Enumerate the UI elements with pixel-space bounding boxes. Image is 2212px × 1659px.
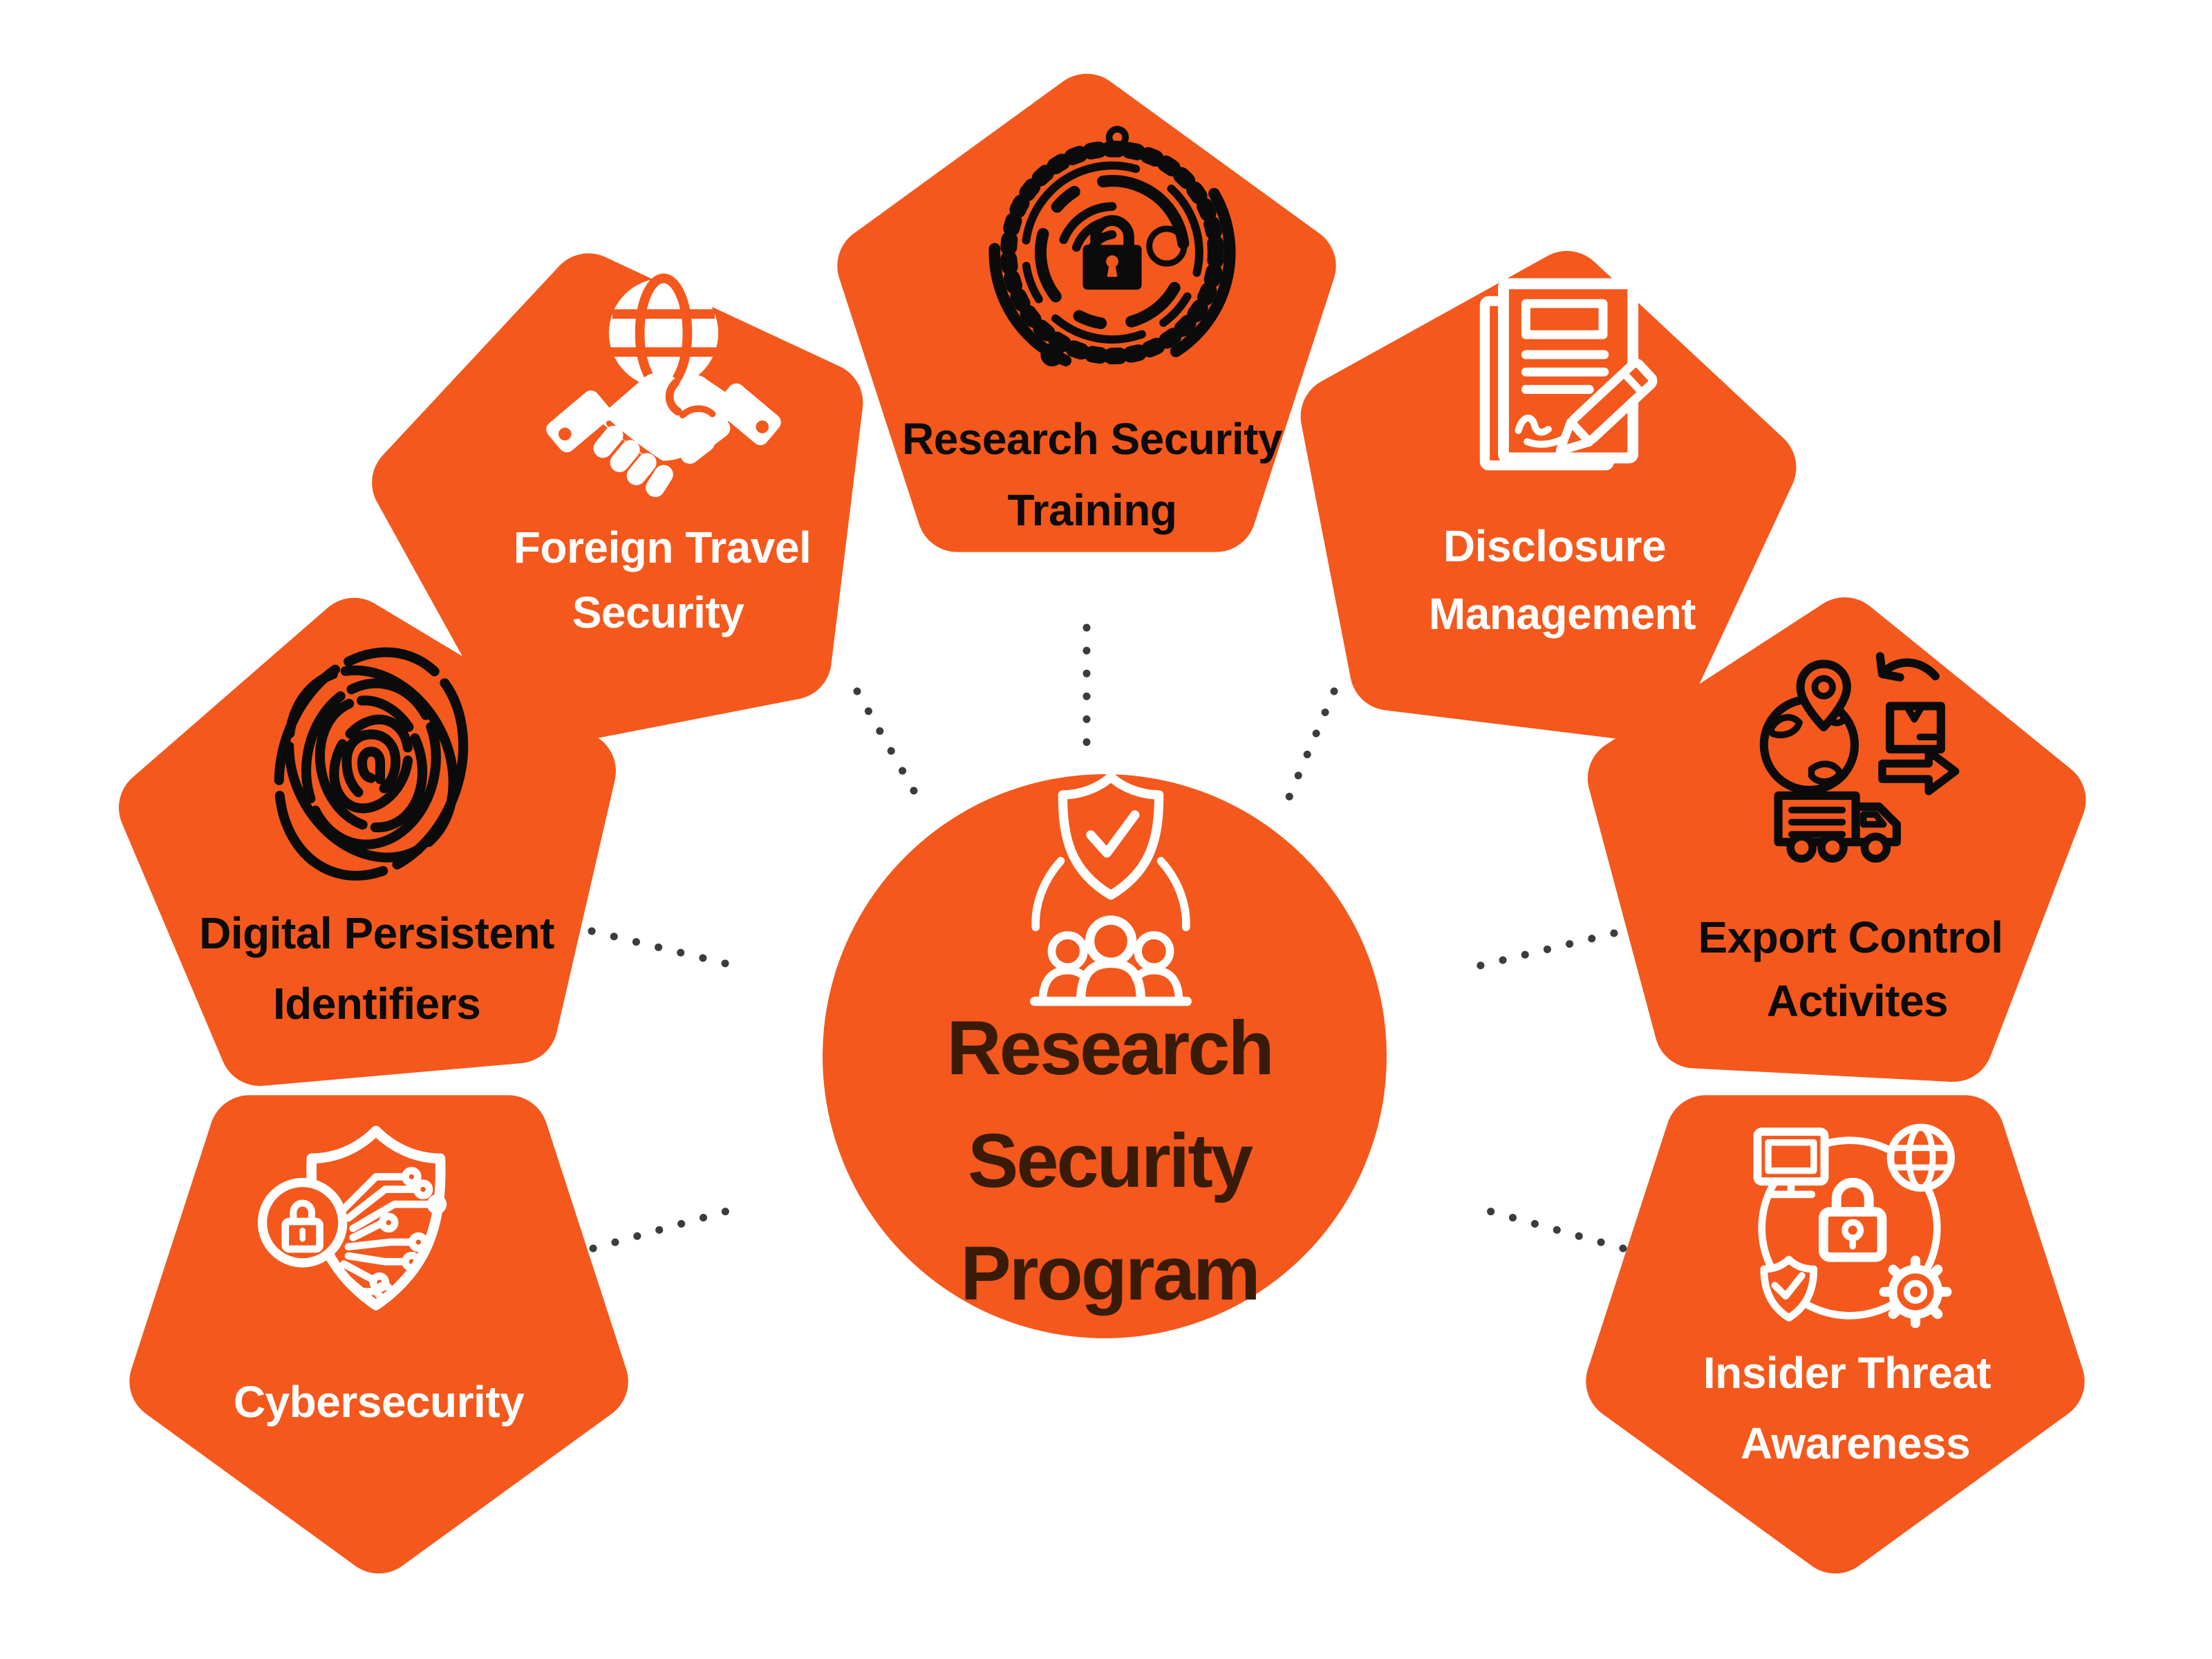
label-disclosure-management-line1: Disclosure [1443,521,1667,571]
label-export-control-activites-line1: Export Control [1698,912,2003,962]
label-insider-threat-awareness-line1: Insider Threat [1703,1348,1991,1398]
center-title-line1: Research [946,1006,1274,1091]
label-cybersecurity: Cybersecurity [233,1377,525,1427]
connector-disclosure-management [1283,687,1338,806]
label-insider-threat-awareness-line2: Awareness [1740,1418,1971,1468]
label-research-security-training-line1: Research Security [901,414,1283,464]
label-export-control-activites-line2: Activites [1766,976,1949,1026]
globe-shipping-truck-icon [1759,652,1960,863]
label-disclosure-management-line2: Management [1428,589,1696,639]
cyber-lock-rings-icon [988,126,1236,376]
center-circle [823,774,1387,1338]
connector-digital-persistent-identifiers [588,927,747,972]
monitor-globe-lock-shield-gear-icon [1753,1123,1955,1329]
center-title-line3: Program [960,1231,1260,1316]
shield-circuit-lock-icon [257,1125,447,1311]
handshake-globe-icon [546,273,781,498]
fingerprint-icon [274,647,469,881]
label-digital-persistent-identifiers-line1: Digital Persistent [199,908,554,958]
connector-foreign-travel-security [853,687,924,805]
center-title-line2: Security [967,1118,1253,1203]
dotted-connectors [588,624,1627,1253]
label-digital-persistent-identifiers-line2: Identifiers [272,979,481,1029]
label-research-security-training-line2: Training [1007,485,1177,535]
shield-check-people-icon [1030,772,1192,1006]
connector-insider-threat-awareness [1475,1204,1627,1253]
label-foreign-travel-security-line1: Foreign Travel [513,523,812,572]
connector-cybersecurity [589,1204,741,1253]
pentagon-cybersecurity [129,1095,628,1574]
document-signature-pencil-icon [1479,278,1658,471]
connector-export-control-activites [1461,929,1618,973]
pentagon-insider-threat-awareness [1586,1095,2085,1574]
label-foreign-travel-security-line2: Security [572,588,744,637]
